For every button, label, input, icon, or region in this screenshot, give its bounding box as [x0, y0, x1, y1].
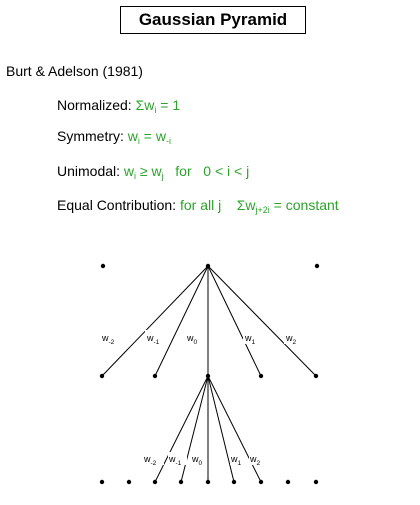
property-formula: wi ≥ wj for 0 < i < j: [123, 163, 250, 181]
weight-label: w2: [249, 454, 261, 467]
bottom-row: [99, 479, 319, 485]
weight-label: w-1: [168, 454, 182, 467]
title-box: Gaussian Pyramid: [120, 6, 306, 34]
property-label: Normalized:: [57, 97, 132, 113]
weight-label: w0: [186, 333, 198, 346]
mid-node-5: [313, 373, 319, 379]
weight-label: w2: [285, 333, 297, 346]
property-normalized: Normalized: Σwi = 1: [57, 97, 181, 115]
weight-label: w-2: [101, 333, 115, 346]
mid-node-1: [99, 373, 105, 379]
mid-node-4: [258, 373, 264, 379]
property-equal-contribution: Equal Contribution: for all j Σwj+2i = c…: [57, 197, 339, 215]
property-label: Equal Contribution:: [57, 197, 177, 213]
lower-fan: [154, 375, 262, 483]
property-label: Symmetry:: [57, 128, 124, 144]
property-formula: for all j Σwj+2i = constant: [179, 197, 339, 215]
property-unimodal: Unimodal: wi ≥ wj for 0 < i < j: [57, 163, 250, 181]
weight-label: w1: [230, 454, 242, 467]
citation: Burt & Adelson (1981): [6, 63, 143, 79]
upper-fan: [101, 265, 317, 377]
weight-label: w1: [244, 333, 256, 346]
property-formula: Σwi = 1: [135, 97, 181, 115]
property-symmetry: Symmetry: wi = w-i: [57, 128, 171, 146]
lower-weight-labels: w-2 w-1 w0 w1 w2: [142, 452, 266, 467]
top-node-right: [314, 263, 320, 269]
upper-weight-labels: w-2 w-1 w0 w1 w2: [100, 330, 304, 346]
weight-label: w0: [191, 454, 203, 467]
mid-node-2: [152, 373, 158, 379]
top-node-left: [100, 263, 106, 269]
weight-label: w-2: [143, 454, 157, 467]
property-label: Unimodal:: [57, 163, 121, 179]
property-formula: wi = w-i: [127, 128, 171, 146]
page-title: Gaussian Pyramid: [138, 10, 288, 29]
weight-label: w-1: [146, 333, 160, 346]
